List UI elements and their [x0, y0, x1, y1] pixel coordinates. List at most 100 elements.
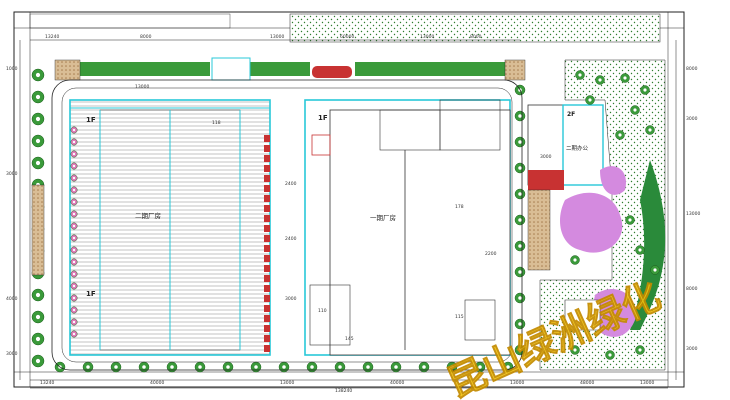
inner-dimensions: 2400 2400 3000 2200 178 110 118 115 145 …	[135, 84, 552, 342]
tree-center	[578, 73, 582, 77]
north-lawn	[29, 13, 661, 43]
bottom-dim-3: 13000	[280, 380, 294, 386]
tree-center	[608, 353, 612, 357]
bottom-dim-4: 40000	[390, 380, 404, 386]
bottom-dimension-line: 13240 40000 13000 40000 13000 48000 1300…	[30, 379, 668, 394]
phase1-floor-label: 1F	[318, 114, 328, 122]
east-garden-shrubs	[570, 70, 660, 360]
tree-center	[638, 348, 642, 352]
inner-dim-5: 178	[455, 204, 464, 210]
planting-block	[264, 305, 270, 312]
annex-floor-label: 2F	[567, 111, 575, 118]
tree-center	[35, 314, 41, 320]
tree-center	[518, 192, 522, 196]
tree-center	[226, 365, 230, 369]
tree-center	[623, 76, 627, 80]
tree-center	[35, 358, 41, 364]
inner-dim-10: 3000	[540, 154, 552, 160]
top-dimension-line: 13240 8000 13000 60000 13000 8000	[30, 34, 520, 41]
bottom-dim-6: 48000	[580, 380, 594, 386]
planting-block	[264, 175, 270, 182]
inner-dim-4: 2200	[485, 251, 497, 257]
right-dim-1: 8000	[686, 66, 698, 72]
left-dim-2: 3000	[6, 171, 18, 177]
west-path	[31, 184, 45, 276]
tree-center	[254, 365, 258, 369]
tree-center	[114, 365, 118, 369]
tree-center	[618, 133, 622, 137]
tree-center	[628, 218, 632, 222]
right-dim-3: 13000	[686, 211, 700, 217]
tree-center	[72, 212, 76, 216]
bottom-dim-7: 13000	[640, 380, 654, 386]
planting-block	[264, 325, 270, 332]
tree-center	[72, 260, 76, 264]
tree-center	[573, 258, 577, 262]
planting-block	[264, 265, 270, 272]
tree-center	[422, 365, 426, 369]
tree-center	[338, 365, 342, 369]
tree-center	[518, 114, 522, 118]
tree-center	[518, 140, 522, 144]
tree-center	[35, 72, 41, 78]
planting-block	[264, 335, 270, 342]
top-dim-3: 13000	[270, 34, 284, 40]
east-annex: 2F 二期办公	[527, 104, 604, 271]
tree-center	[72, 224, 76, 228]
tree-center	[478, 365, 482, 369]
inner-dim-3: 3000	[285, 296, 297, 302]
planting-block	[264, 155, 270, 162]
tree-center	[72, 248, 76, 252]
top-dim-2: 8000	[140, 34, 152, 40]
phase2-floor-label: 1F	[86, 116, 96, 124]
tree-center	[35, 94, 41, 100]
tree-center	[72, 308, 76, 312]
ring-road	[51, 79, 523, 371]
planting-block	[264, 275, 270, 282]
planting-block	[264, 255, 270, 262]
tree-center	[35, 292, 41, 298]
bottom-dim-5: 13000	[510, 380, 524, 386]
tree-center	[518, 166, 522, 170]
annex-name-label: 二期办公	[566, 144, 589, 152]
left-dim-3: 4000	[6, 296, 18, 302]
planting-block	[264, 165, 270, 172]
tree-center	[72, 332, 76, 336]
tree-center	[35, 160, 41, 166]
planting-block	[264, 295, 270, 302]
planting-block	[264, 145, 270, 152]
tree-center	[598, 78, 602, 82]
bottom-total-dim: 138240	[335, 388, 352, 394]
tree-center	[633, 108, 637, 112]
tree-center	[518, 348, 522, 352]
tree-center	[518, 218, 522, 222]
tree-center	[72, 272, 76, 276]
planting-block	[264, 315, 270, 322]
east-garden	[539, 59, 666, 371]
phase2-east-planting	[264, 135, 270, 352]
north-hedge	[54, 57, 526, 81]
phase2-factory: 1F 二期厂房 1F	[69, 99, 271, 356]
top-dim-6: 8000	[470, 34, 482, 40]
tree-center	[310, 365, 314, 369]
tree-center	[648, 128, 652, 132]
inner-dim-2: 2400	[285, 236, 297, 242]
tree-center	[198, 365, 202, 369]
planting-block	[264, 205, 270, 212]
planting-block	[264, 215, 270, 222]
tree-center	[506, 365, 510, 369]
tree-center	[72, 164, 76, 168]
tree-center	[573, 348, 577, 352]
bottom-dim-2: 40000	[150, 380, 164, 386]
planting-block	[264, 195, 270, 202]
south-tree-row	[54, 361, 514, 373]
tree-center	[72, 128, 76, 132]
tree-center	[366, 365, 370, 369]
tree-center	[86, 365, 90, 369]
planting-block	[264, 285, 270, 292]
tree-center	[72, 152, 76, 156]
phase2-west-shrubs	[70, 126, 78, 338]
tree-center	[72, 140, 76, 144]
phase2-name-label: 二期厂房	[135, 211, 161, 220]
